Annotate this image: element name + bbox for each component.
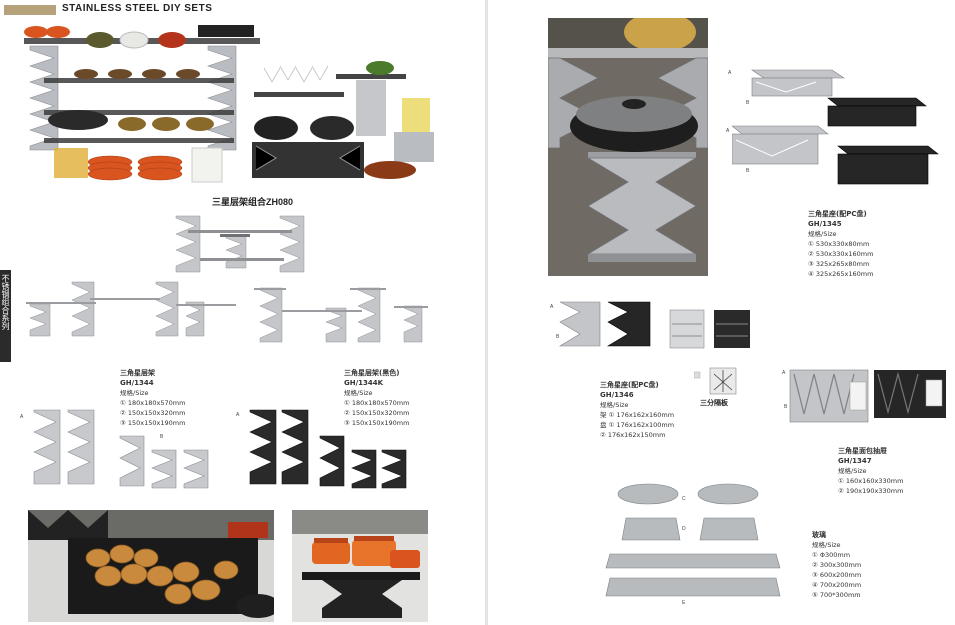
label-b: B <box>746 168 750 174</box>
product-code: GH/1344 <box>120 379 154 387</box>
label-e: E <box>682 600 686 606</box>
label-a: A <box>782 370 786 376</box>
size-row: ② 530x330x160mm <box>808 250 874 258</box>
size-row: ① 530x330x80mm <box>808 240 870 248</box>
bread-display-photo <box>28 510 274 622</box>
spec-gh1345: 三角星座(配PC盘) GH/1345 规格/Size ① 530x330x80m… <box>808 209 948 279</box>
label-a: A <box>20 414 24 420</box>
page-title: STAINLESS STEEL DIY SETS <box>62 3 213 14</box>
size-label: 规格/Size <box>838 467 867 475</box>
label-c: C <box>682 496 686 502</box>
size-row: ② 176x162x150mm <box>600 431 666 439</box>
label-a: A <box>728 70 732 76</box>
size-row: ① 160x160x330mm <box>838 477 904 485</box>
product-code: GH/1345 <box>808 220 842 228</box>
size-row: ② 150x150x320mm <box>344 409 410 417</box>
label-b: B <box>556 334 560 340</box>
product-name: 玻璃 <box>812 531 826 539</box>
left-page: STAINLESS STEEL DIY SETS 不锈钢组合系列 <box>0 3 454 622</box>
size-row: ③ 150x150x190mm <box>120 419 186 427</box>
tray-stand-product-photo <box>732 64 944 190</box>
silver-shelf-product-photo <box>22 408 222 490</box>
label-d: D <box>682 526 686 532</box>
spec-gh1347: 三角星面包抽屉 GH/1347 规格/Size ① 160x160x330mm … <box>838 446 948 496</box>
size-label: 规格/Size <box>808 230 837 238</box>
label-b: B <box>746 100 750 106</box>
spec-gh1344k: 三角星层架(黑色) GH/1344K 规格/Size ① 180x180x570… <box>344 368 454 428</box>
size-label: 规格/Size <box>812 541 841 549</box>
label-a: A <box>726 128 730 134</box>
size-row: ② 300x300mm <box>812 561 862 569</box>
bread-drawer-photo <box>788 366 948 424</box>
size-row: ① 180x180x570mm <box>120 399 186 407</box>
size-row: ③ 600x200mm <box>812 571 862 579</box>
size-row: ④ 325x265x160mm <box>808 270 874 278</box>
product-code: GH/1347 <box>838 457 872 465</box>
shelf-combo-diagram-2 <box>26 280 236 340</box>
product-code: GH/1346 <box>600 391 634 399</box>
divider-plate-photo <box>694 366 738 396</box>
size-row: ② 150x150x320mm <box>120 409 186 417</box>
divider-label: 三分隔板 <box>700 400 728 407</box>
hero-caption: 三星层架组合ZH080 <box>212 197 294 207</box>
size-row: ① Φ300mm <box>812 551 851 559</box>
product-name: 三角星面包抽屉 <box>838 447 887 455</box>
shelf-combo-diagram-3 <box>254 284 454 344</box>
product-code: GH/1344K <box>344 379 384 387</box>
size-row: ⑤ 700*300mm <box>812 591 861 599</box>
product-name: 三角星座(配PC盘) <box>808 210 867 218</box>
spec-gh1346: 三角星座(配PC盘) GH/1346 规格/Size 架 ① 176x162x1… <box>600 380 720 440</box>
page-gutter <box>485 0 488 625</box>
size-row: 架 ① 176x162x160mm <box>600 411 675 419</box>
header-accent-bar <box>4 5 56 15</box>
side-tab-label: 不锈钢组合系列 <box>1 274 10 330</box>
size-row: ③ 325x265x80mm <box>808 260 870 268</box>
shelf-combo-diagram-1 <box>170 212 310 282</box>
size-label: 规格/Size <box>344 389 373 397</box>
spec-gh1344: 三角星层架 GH/1344 规格/Size ① 180x180x570mm ② … <box>120 368 230 428</box>
size-row: 盘 ① 176x162x100mm <box>600 421 675 429</box>
black-shelf-product-photo <box>244 408 414 490</box>
label-a: A <box>550 304 554 310</box>
hero-buffet-photo <box>14 20 450 190</box>
size-row: ② 190x190x330mm <box>838 487 904 495</box>
product-name: 三角星座(配PC盘) <box>600 381 659 389</box>
pc-tray-stand-photo <box>556 298 656 350</box>
orange-casserole-photo <box>292 510 428 622</box>
label-a: A <box>236 412 240 418</box>
size-row: ④ 700x200mm <box>812 581 862 589</box>
size-label: 规格/Size <box>120 389 149 397</box>
side-tab: 不锈钢组合系列 <box>0 270 11 362</box>
size-label: 规格/Size <box>600 401 629 409</box>
size-row: ① 180x180x570mm <box>344 399 410 407</box>
glass-panels-photo <box>604 478 784 610</box>
pot-stand-photo <box>548 18 708 276</box>
label-b: B <box>160 434 164 440</box>
size-row: ③ 150x150x190mm <box>344 419 410 427</box>
spec-glass: 玻璃 规格/Size ① Φ300mm ② 300x300mm ③ 600x20… <box>812 530 932 600</box>
label-b: B <box>784 404 788 410</box>
divider-stand-photo <box>668 304 754 352</box>
product-name: 三角星层架(黑色) <box>344 369 400 377</box>
product-name: 三角星层架 <box>120 369 155 377</box>
right-page: A B A B 三角星座(配PC盘) GH/1345 规格/Size ① 530… <box>488 0 955 625</box>
